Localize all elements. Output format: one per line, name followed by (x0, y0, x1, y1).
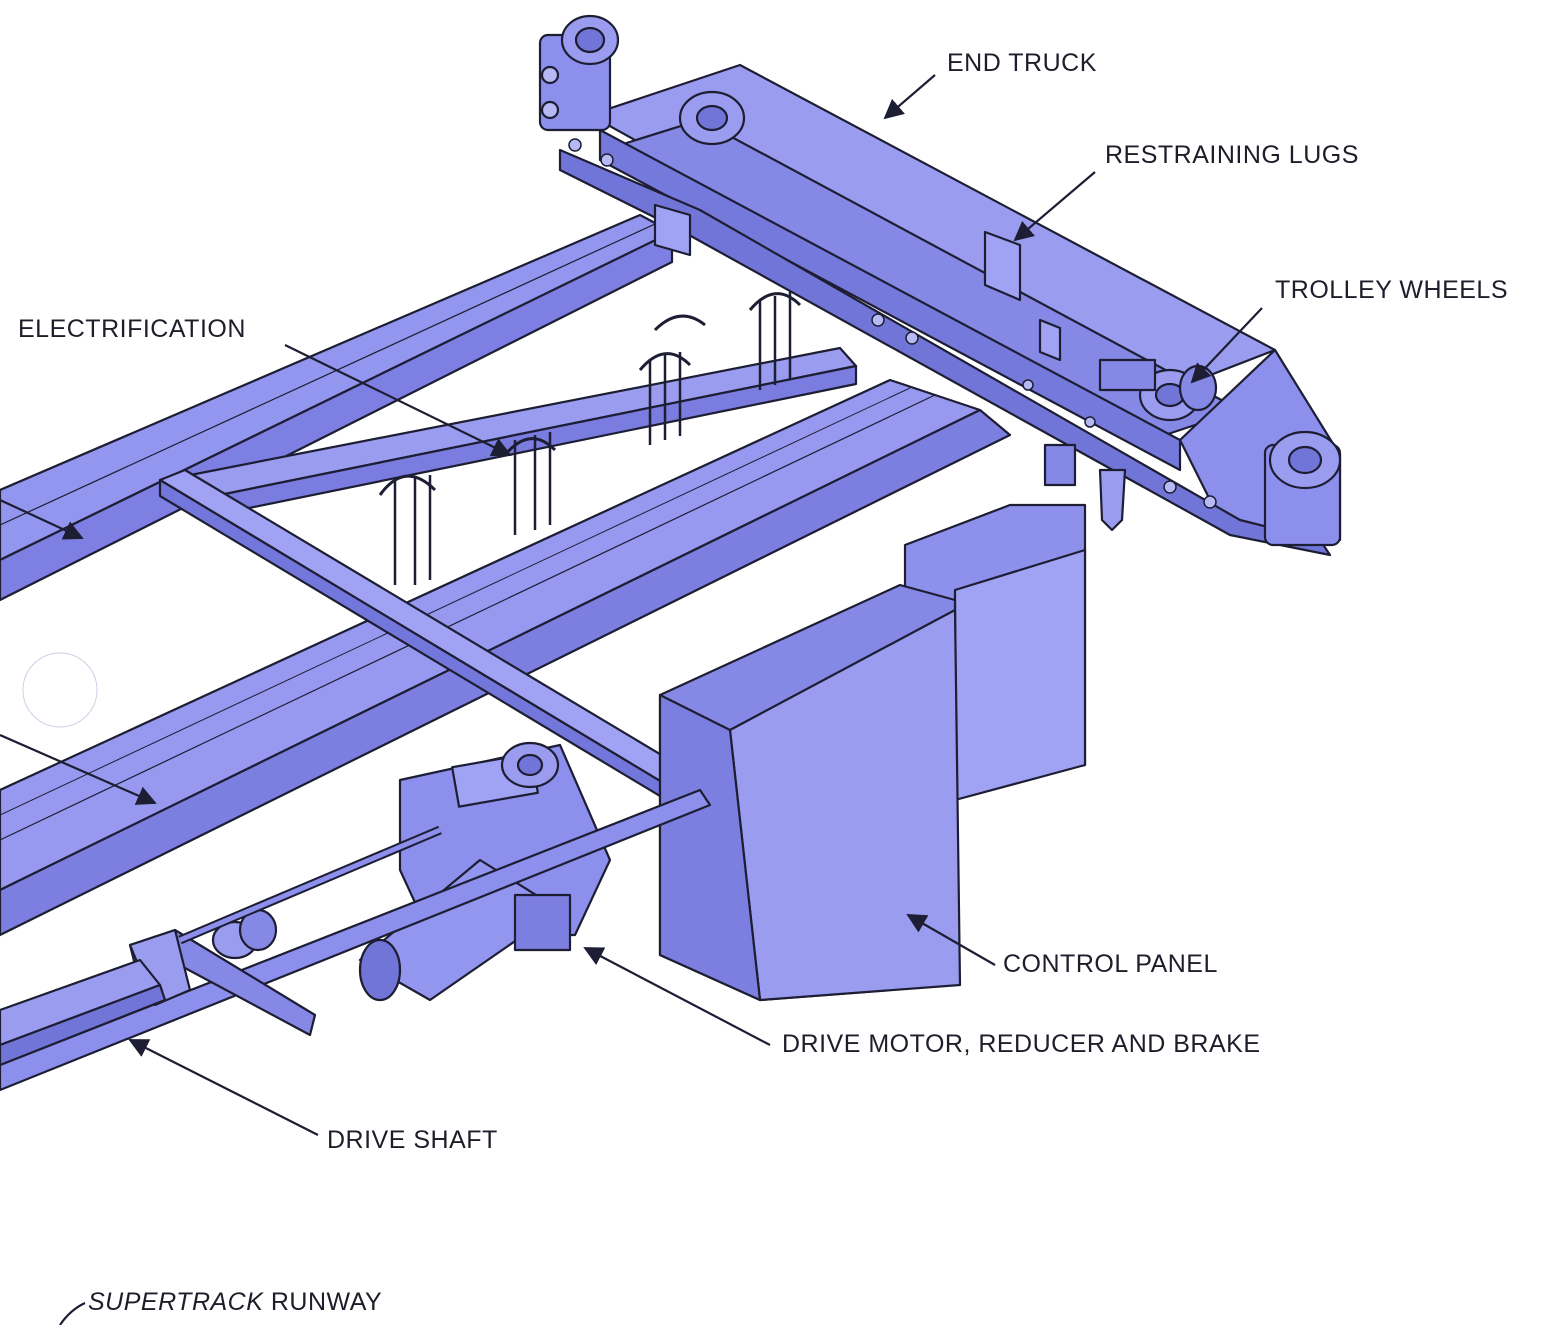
label-control-panel: CONTROL PANEL (1003, 950, 1218, 978)
drive-motor-assembly (358, 741, 612, 1002)
end-truck (558, 63, 1342, 557)
bridge-girder-back (0, 213, 674, 602)
leader-left-upper (0, 499, 84, 540)
label-end-truck: END TRUCK (947, 49, 1097, 77)
leader-electrification (284, 344, 512, 457)
leader-end-truck (883, 74, 936, 120)
leader-restraining-lugs (1013, 171, 1096, 242)
control-panel (658, 503, 1087, 1002)
label-drive-motor: DRIVE MOTOR, REDUCER AND BRAKE (782, 1030, 1261, 1058)
leader-drive-motor (583, 947, 771, 1046)
label-runway-rest: RUNWAY (270, 1288, 383, 1316)
leader-control-panel (906, 914, 996, 966)
label-trolley-wheels: TROLLEY WHEELS (1275, 276, 1509, 304)
label-runway-italic: SUPERTRACK (88, 1288, 264, 1316)
wheel-top-mid (678, 90, 746, 146)
electrification-hangers (378, 292, 802, 585)
supertrack-runway (0, 958, 167, 1067)
trolley-wheels-right (1098, 358, 1218, 422)
leader-drive-shaft (128, 1039, 319, 1136)
structure (0, 14, 1342, 1092)
drive-shaft (0, 788, 712, 1092)
label-supertrack-runway: SUPERTRACK RUNWAY (88, 1288, 382, 1317)
label-restraining-lugs: RESTRAINING LUGS (1105, 141, 1359, 169)
label-electrification: ELECTRIFICATION (18, 315, 246, 343)
leader-runway (59, 1302, 86, 1325)
restraining-lugs (653, 203, 1062, 362)
leader-trolley-wheels (1190, 307, 1263, 384)
wheel-top-left (538, 14, 620, 132)
wheels (538, 14, 1342, 547)
page-hole (22, 652, 98, 728)
hanger-bracket (1043, 443, 1127, 532)
leader-lines (0, 74, 1263, 1325)
label-drive-shaft: DRIVE SHAFT (327, 1126, 498, 1154)
leader-left-lower (0, 733, 157, 805)
wheel-right-end (1263, 430, 1342, 547)
